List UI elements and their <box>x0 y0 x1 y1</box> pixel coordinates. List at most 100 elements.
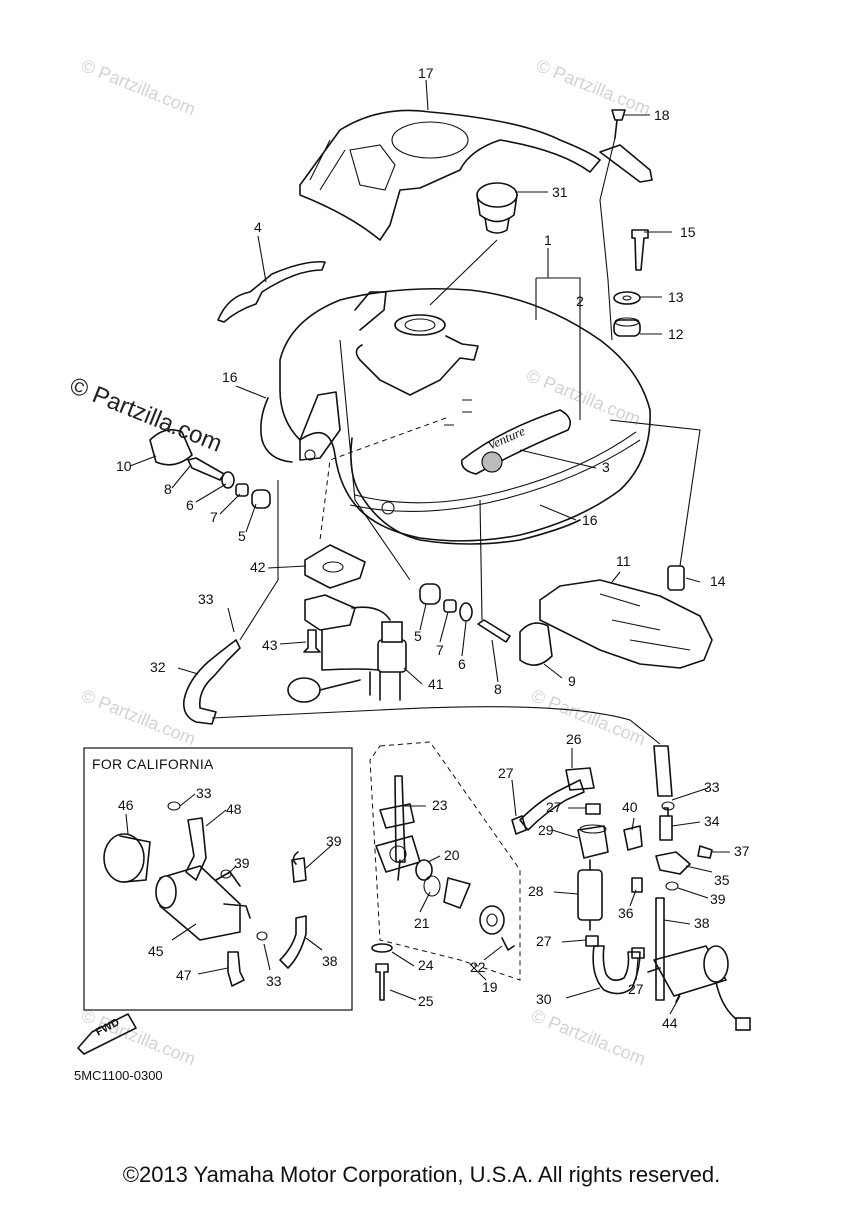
callout-31[interactable]: 31 <box>552 184 568 200</box>
part-40-connector[interactable] <box>623 825 643 851</box>
part-4-emblem[interactable] <box>217 260 326 323</box>
callout-8-right[interactable]: 8 <box>494 681 502 697</box>
part-8-bolt-right[interactable] <box>477 619 511 643</box>
part-27-clamp[interactable] <box>631 947 645 959</box>
part-27-clamp[interactable] <box>585 803 601 815</box>
part-6-washer-right[interactable] <box>459 602 473 622</box>
part-39-clip-ca-2[interactable] <box>291 851 307 883</box>
callout-33-top[interactable]: 33 <box>198 591 214 607</box>
part-24-washer[interactable] <box>371 943 393 953</box>
part-13-washer[interactable] <box>613 291 641 305</box>
callout-16-right[interactable]: 16 <box>582 512 598 528</box>
callout-3[interactable]: 3 <box>602 459 610 475</box>
callout-5-right[interactable]: 5 <box>414 628 422 644</box>
callout-44[interactable]: 44 <box>662 1015 678 1031</box>
callout-20[interactable]: 20 <box>444 847 460 863</box>
part-12-damper[interactable] <box>613 317 641 337</box>
part-32-hose[interactable] <box>182 639 241 725</box>
part-43-bolt[interactable] <box>303 629 321 653</box>
callout-27-c[interactable]: 27 <box>536 933 552 949</box>
part-26-hose[interactable] <box>519 767 595 831</box>
part-5-grommet-right[interactable] <box>419 583 441 605</box>
callout-11[interactable]: 11 <box>616 553 631 569</box>
callout-33-right[interactable]: 33 <box>704 779 720 795</box>
part-30-hose[interactable] <box>592 945 641 995</box>
callout-29[interactable]: 29 <box>538 822 554 838</box>
callout-35[interactable]: 35 <box>714 872 730 888</box>
part-21-o-ring[interactable] <box>423 875 441 897</box>
callout-33-ca-bottom[interactable]: 33 <box>266 973 282 989</box>
callout-7-left[interactable]: 7 <box>210 509 218 525</box>
part-38-hose[interactable] <box>655 897 665 1001</box>
callout-19[interactable]: 19 <box>482 979 498 995</box>
part-44-fuel-pump[interactable] <box>647 945 751 1031</box>
part-41-fuel-sender[interactable] <box>287 594 407 703</box>
part-16-hose[interactable] <box>260 397 581 545</box>
callout-18[interactable]: 18 <box>654 107 670 123</box>
callout-12[interactable]: 12 <box>668 326 684 342</box>
callout-2[interactable]: 2 <box>576 293 584 309</box>
callout-16-left[interactable]: 16 <box>222 369 238 385</box>
callout-34[interactable]: 34 <box>704 813 720 829</box>
part-27-clamp[interactable] <box>511 815 527 835</box>
callout-30[interactable]: 30 <box>536 991 552 1007</box>
part-18-clip[interactable] <box>599 109 653 183</box>
callout-27-d[interactable]: 27 <box>628 981 644 997</box>
part-7-collar-right[interactable] <box>443 599 457 613</box>
callout-28[interactable]: 28 <box>528 883 544 899</box>
part-9-damper-right[interactable] <box>519 622 553 666</box>
callout-21[interactable]: 21 <box>414 915 430 931</box>
callout-43[interactable]: 43 <box>262 637 278 653</box>
part-28-fuel-filter[interactable] <box>577 859 603 931</box>
part-33-clip-ca-top[interactable] <box>167 801 181 811</box>
part-37-screw[interactable] <box>697 845 713 859</box>
part-8-bolt[interactable] <box>187 457 225 481</box>
callout-14[interactable]: 14 <box>710 573 726 589</box>
part-33-clip-ca[interactable] <box>256 931 268 941</box>
callout-47[interactable]: 47 <box>176 967 192 983</box>
part-29-fuel-filter[interactable] <box>577 824 609 859</box>
callout-7-right[interactable]: 7 <box>436 642 444 658</box>
callout-40[interactable]: 40 <box>622 799 638 815</box>
callout-10[interactable]: 10 <box>116 458 132 474</box>
callout-24[interactable]: 24 <box>418 957 434 973</box>
callout-6-left[interactable]: 6 <box>186 497 194 513</box>
callout-27-b[interactable]: 27 <box>546 799 562 815</box>
part-38-hose-ca[interactable] <box>279 915 307 969</box>
callout-38-right[interactable]: 38 <box>694 915 710 931</box>
callout-38-ca[interactable]: 38 <box>322 953 338 969</box>
part-20-gasket[interactable] <box>415 859 433 881</box>
callout-9[interactable]: 9 <box>568 673 576 689</box>
part-35-bracket[interactable] <box>655 851 691 875</box>
callout-32[interactable]: 32 <box>150 659 166 675</box>
callout-33-ca-top[interactable]: 33 <box>196 785 212 801</box>
part-34-joint[interactable] <box>659 807 673 841</box>
part-42-gasket[interactable] <box>304 544 366 589</box>
callout-8-left[interactable]: 8 <box>164 481 172 497</box>
callout-39-ca[interactable]: 39 <box>234 855 250 871</box>
callout-13[interactable]: 13 <box>668 289 684 305</box>
part-31-fuel-cap[interactable] <box>476 182 518 234</box>
callout-27-a[interactable]: 27 <box>498 765 514 781</box>
part-11-side-cover[interactable] <box>539 579 713 669</box>
callout-15[interactable]: 15 <box>680 224 696 240</box>
callout-17[interactable]: 17 <box>418 65 434 81</box>
part-7-collar[interactable] <box>235 483 249 497</box>
callout-25[interactable]: 25 <box>418 993 434 1009</box>
callout-39-ca-right[interactable]: 39 <box>326 833 342 849</box>
part-14-collar[interactable] <box>667 565 685 591</box>
part-39-clip[interactable] <box>665 881 679 891</box>
part-17-tank-cover[interactable] <box>299 109 601 241</box>
part-5-grommet[interactable] <box>251 489 271 509</box>
callout-6-right[interactable]: 6 <box>458 656 466 672</box>
part-1-fuel-tank[interactable]: Venture <box>279 287 651 542</box>
part-46-canister-cap[interactable] <box>103 833 151 883</box>
callout-22[interactable]: 22 <box>470 959 486 975</box>
part-45-canister[interactable] <box>155 865 251 941</box>
part-48-hose[interactable] <box>185 817 207 881</box>
callout-48[interactable]: 48 <box>226 801 242 817</box>
part-27-clamp[interactable] <box>585 935 599 947</box>
callout-37[interactable]: 37 <box>734 843 750 859</box>
part-15-bolt[interactable] <box>631 229 649 271</box>
callout-4[interactable]: 4 <box>254 219 262 235</box>
